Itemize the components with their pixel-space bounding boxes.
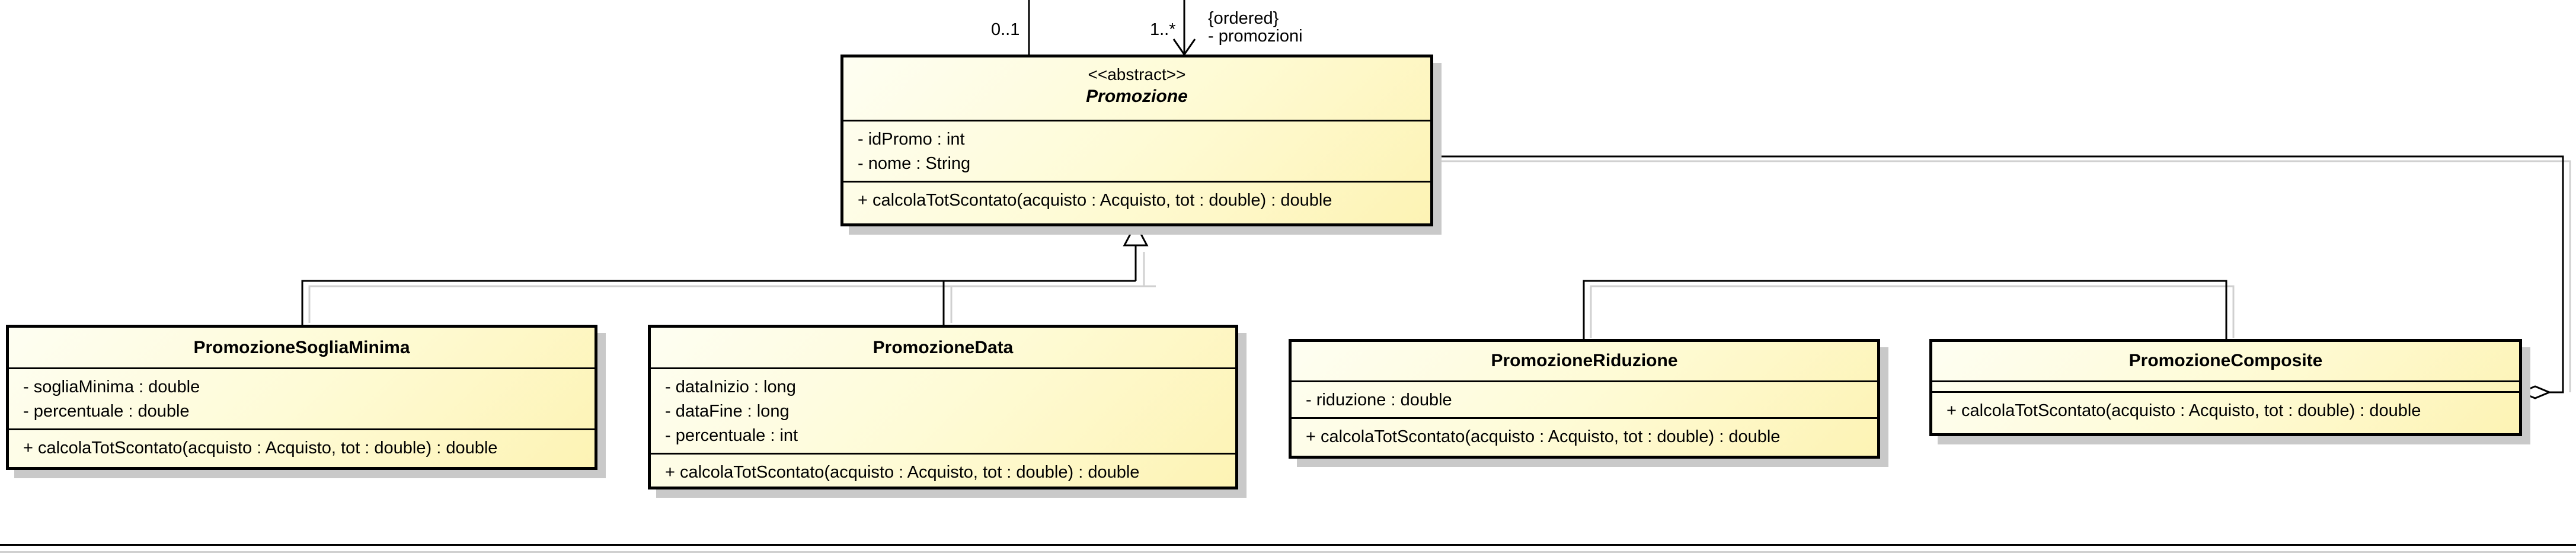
generalization-tree xyxy=(301,245,2227,339)
connector-shadows xyxy=(308,160,2571,392)
attribute-row: - percentuale : double xyxy=(23,402,190,421)
attributes-section: - dataInizio : long - dataFine : long - … xyxy=(651,369,1235,455)
operation-row: + calcolaTotScontato(acquisto : Acquisto… xyxy=(1306,427,1781,446)
attribute-row: - riduzione : double xyxy=(1306,391,1452,409)
class-header: PromozioneRiduzione xyxy=(1292,342,1877,382)
attribute-row: - dataFine : long xyxy=(665,402,790,421)
attributes-section: - sogliaMinima : double - percentuale : … xyxy=(9,369,595,430)
class-name: Promozione xyxy=(1086,87,1188,106)
operations-section: + calcolaTotScontato(acquisto : Acquisto… xyxy=(1932,393,2519,428)
multiplicity-right: 1..* xyxy=(1150,20,1176,39)
class-name: PromozioneComposite xyxy=(2128,351,2323,370)
attribute-row: - percentuale : int xyxy=(665,426,798,445)
class-header: PromozioneData xyxy=(651,328,1235,369)
operation-row: + calcolaTotScontato(acquisto : Acquisto… xyxy=(23,439,498,457)
class-name: PromozioneRiduzione xyxy=(1491,351,1678,370)
aggregation-line xyxy=(1433,155,2564,393)
attributes-section: - riduzione : double xyxy=(1292,382,1877,419)
attributes-section: - idPromo : int - nome : String xyxy=(843,121,1430,183)
class-header: PromozioneSogliaMinima xyxy=(9,328,595,369)
class-header: PromozioneComposite xyxy=(1932,342,2519,382)
generalization-triangle xyxy=(1123,222,1149,247)
class-promozione-soglia-minima[interactable]: PromozioneSogliaMinima - sogliaMinima : … xyxy=(6,325,597,470)
bottom-frame-divider xyxy=(0,544,2576,546)
attribute-row: - dataInizio : long xyxy=(665,377,796,396)
class-name: PromozioneData xyxy=(872,338,1014,357)
class-name: PromozioneSogliaMinima xyxy=(193,338,410,357)
attributes-section xyxy=(1932,382,2519,393)
attribute-row: - nome : String xyxy=(858,154,971,173)
constraint-label: {ordered} xyxy=(1208,9,1279,28)
stereotype-label: <<abstract>> xyxy=(1088,65,1186,84)
aggregation-diamond xyxy=(2519,385,2552,399)
multiplicity-left: 0..1 xyxy=(991,20,1020,39)
role-label: - promozioni xyxy=(1208,27,1303,46)
bottom-frame-shadow xyxy=(0,551,2576,553)
operation-row: + calcolaTotScontato(acquisto : Acquisto… xyxy=(858,191,1332,210)
attribute-row: - idPromo : int xyxy=(858,130,965,149)
attribute-row: - sogliaMinima : double xyxy=(23,377,200,396)
operations-section: + calcolaTotScontato(acquisto : Acquisto… xyxy=(1292,419,1877,454)
operations-section: + calcolaTotScontato(acquisto : Acquisto… xyxy=(843,183,1430,217)
operation-row: + calcolaTotScontato(acquisto : Acquisto… xyxy=(1947,401,2421,420)
class-promozione-data[interactable]: PromozioneData - dataInizio : long - dat… xyxy=(648,325,1238,489)
class-promozione[interactable]: <<abstract>> Promozione - idPromo : int … xyxy=(840,55,1433,226)
operations-section: + calcolaTotScontato(acquisto : Acquisto… xyxy=(9,430,595,465)
operation-row: + calcolaTotScontato(acquisto : Acquisto… xyxy=(665,463,1140,482)
class-promozione-riduzione[interactable]: PromozioneRiduzione - riduzione : double… xyxy=(1289,339,1880,459)
class-promozione-composite[interactable]: PromozioneComposite + calcolaTotScontato… xyxy=(1929,339,2522,436)
class-header: <<abstract>> Promozione xyxy=(843,57,1430,121)
operations-section: + calcolaTotScontato(acquisto : Acquisto… xyxy=(651,455,1235,489)
